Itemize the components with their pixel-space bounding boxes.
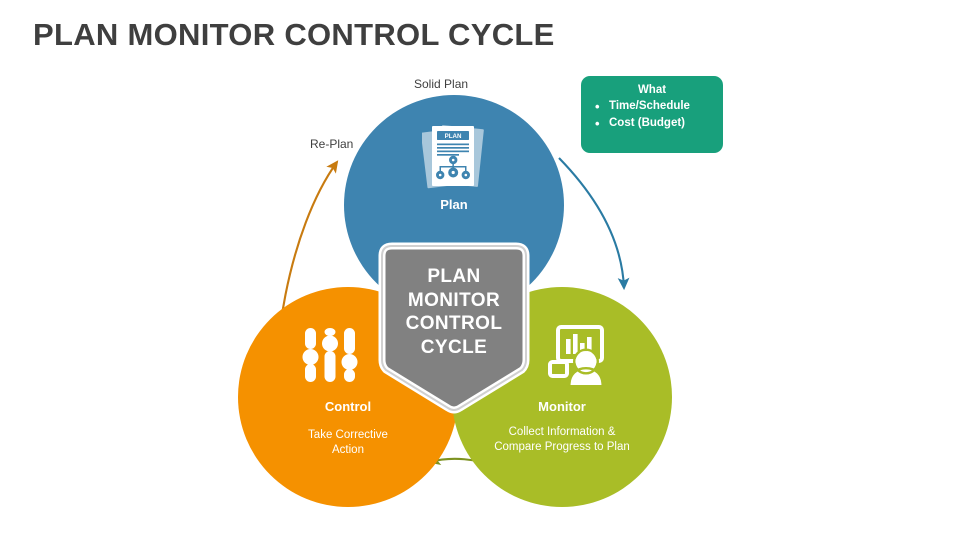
circle-monitor-sublabel-line-2: Compare Progress to Plan	[494, 441, 630, 453]
center-shield[interactable]	[372, 242, 536, 414]
dashboard-person-icon	[546, 323, 612, 389]
what-callout-box[interactable]: What • Time/Schedule • Cost (Budget)	[581, 76, 723, 153]
circle-monitor-sublabel-line-1: Collect Information &	[508, 426, 616, 438]
what-list-item-label: Cost (Budget)	[609, 117, 686, 129]
circle-control-sublabel: Take Corrective Action	[228, 428, 468, 458]
flow-label-solid-plan: Solid Plan	[414, 77, 469, 91]
sliders-icon	[299, 324, 361, 386]
page-title: PLAN MONITOR CONTROL CYCLE	[33, 17, 555, 52]
circle-plan-label: Plan	[440, 197, 468, 212]
circle-control-label: Control	[324, 399, 372, 414]
what-callout-title: What	[637, 84, 667, 96]
plan-document-icon: PLAN	[420, 122, 486, 194]
circle-monitor-label: Monitor	[538, 399, 586, 414]
what-list-item: • Cost (Budget)	[581, 115, 723, 132]
plan-to-monitor-arrow	[558, 157, 630, 291]
svg-text:PLAN: PLAN	[445, 133, 462, 140]
bullet-icon: •	[595, 116, 600, 131]
circle-control-sublabel-line-2: Action	[332, 444, 364, 456]
what-list-item-label: Time/Schedule	[609, 100, 690, 112]
circle-monitor-sublabel: Collect Information & Compare Progress t…	[442, 425, 682, 455]
flow-label-re-plan: Re-Plan	[310, 137, 354, 151]
what-list-item: • Time/Schedule	[581, 98, 723, 115]
circle-control-sublabel-line-1: Take Corrective	[308, 429, 388, 441]
bullet-icon: •	[595, 99, 600, 114]
